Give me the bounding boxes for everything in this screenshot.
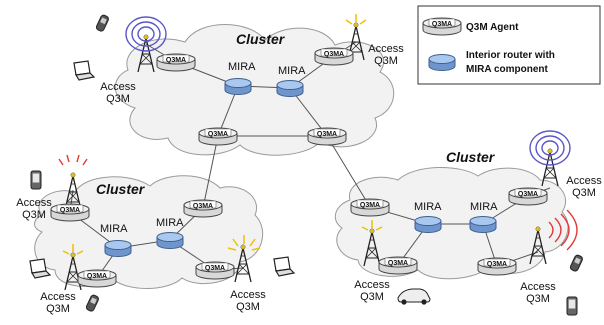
svg-text:Q3M: Q3M: [572, 187, 596, 199]
mira-router: [104, 240, 132, 257]
legend-agent-text: Q3MA: [432, 21, 452, 28]
mira-router: [469, 216, 497, 233]
q3ma-node-label: Q3MA: [487, 261, 507, 268]
legend-router-label-2: MIRA component: [466, 64, 549, 75]
q3ma-node-label: Q3MA: [205, 265, 225, 272]
legend-router-symbol: [428, 54, 456, 71]
svg-text:Q3M: Q3M: [46, 303, 70, 315]
signal-waves-red: [58, 154, 578, 251]
mira-label: MIRA: [100, 223, 128, 235]
svg-text:Access: Access: [230, 289, 266, 301]
laptop-icon: [273, 256, 295, 277]
q3ma-node: Q3MA: [156, 53, 196, 72]
signal-waves-blue: [125, 16, 571, 166]
svg-text:Access: Access: [16, 197, 52, 209]
svg-text:Access: Access: [100, 81, 136, 93]
phone-icon: [568, 253, 584, 273]
mira-router: [156, 232, 184, 249]
svg-text:Access: Access: [368, 43, 404, 55]
q3ma-node: Q3MA: [477, 257, 517, 276]
mira-router: [224, 78, 252, 95]
mira-label: MIRA: [156, 217, 184, 229]
legend-agent-label: Q3M Agent: [466, 22, 519, 33]
pda-icon: [30, 170, 42, 190]
spark-icons: [62, 14, 383, 255]
q3ma-node-label: Q3MA: [360, 202, 380, 209]
q3ma-node: Q3MA: [378, 256, 418, 275]
svg-text:Q3M: Q3M: [236, 301, 260, 313]
laptop-icon: [73, 60, 95, 81]
q3ma-node-label: Q3MA: [166, 57, 186, 64]
q3ma-node: Q3MA: [50, 203, 90, 222]
svg-text:Q3M: Q3M: [360, 291, 384, 303]
q3ma-node: Q3MA: [195, 261, 235, 280]
q3ma-node: Q3MA: [314, 47, 354, 66]
svg-text:Q3M: Q3M: [106, 93, 130, 105]
pda-icon: [566, 296, 578, 316]
q3ma-node: Q3MA: [77, 269, 117, 288]
q3ma-node: Q3MA: [307, 127, 347, 146]
q3ma-node-label: Q3MA: [87, 273, 107, 280]
svg-text:Access: Access: [566, 175, 602, 187]
q3ma-node-label: Q3MA: [193, 203, 213, 210]
mira-label: MIRA: [414, 201, 442, 213]
phone-icon: [84, 293, 100, 313]
q3ma-node-label: Q3MA: [388, 260, 408, 267]
cluster-label-left: Cluster: [96, 181, 146, 197]
mira-label: MIRA: [470, 201, 498, 213]
q3ma-node: Q3MA: [508, 187, 548, 206]
q3ma-node-label: Q3MA: [208, 131, 228, 138]
q3ma-node-label: Q3MA: [60, 207, 80, 214]
cluster-label-right: Cluster: [446, 149, 496, 165]
q3ma-node-label: Q3MA: [324, 51, 344, 58]
svg-text:Q3M: Q3M: [526, 293, 550, 305]
q3ma-node-label: Q3MA: [317, 131, 337, 138]
car-icon: [397, 288, 431, 305]
phone-icon: [94, 13, 110, 33]
svg-text:Access: Access: [40, 291, 76, 303]
svg-text:Access: Access: [520, 281, 556, 293]
mira-label: MIRA: [278, 65, 306, 77]
svg-text:Q3M: Q3M: [22, 209, 46, 221]
svg-text:Access: Access: [354, 279, 390, 291]
legend-router-label-1: Interior router with: [466, 50, 555, 61]
cloud-right: [334, 167, 569, 280]
mira-label: MIRA: [228, 61, 256, 73]
mira-router: [276, 80, 304, 97]
q3ma-node: Q3MA: [350, 198, 390, 217]
svg-text:Q3M: Q3M: [374, 55, 398, 67]
mira-router: [414, 216, 442, 233]
cluster-label-top: Cluster: [236, 31, 286, 47]
q3ma-node: Q3MA: [198, 127, 238, 146]
q3ma-node: Q3MA: [183, 199, 223, 218]
legend: Q3MA Q3M Agent Interior router with MIRA…: [417, 5, 601, 85]
q3ma-node-label: Q3MA: [518, 191, 538, 198]
